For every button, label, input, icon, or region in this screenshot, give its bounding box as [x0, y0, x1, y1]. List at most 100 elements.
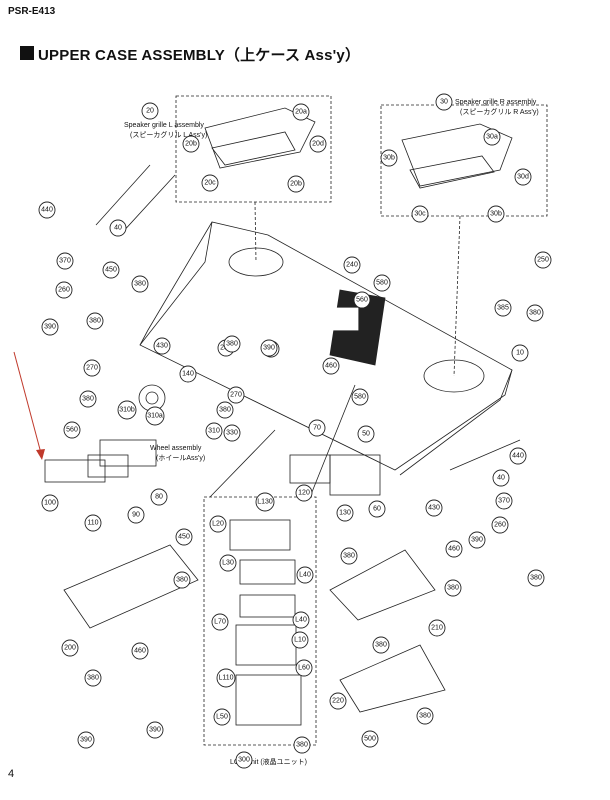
- callout-label: 30d: [517, 174, 529, 181]
- callout-label: 30a: [486, 134, 498, 141]
- callout-circle: [146, 721, 164, 739]
- callout-circle: [216, 401, 234, 419]
- callout-label: L70: [214, 619, 226, 626]
- callout-label: 380: [219, 407, 231, 414]
- callout-label: 210: [431, 625, 443, 632]
- part-callout: 380: [444, 579, 462, 597]
- part-callout: 380: [416, 707, 434, 725]
- callout-label: L30: [222, 560, 234, 567]
- part-callout: 380: [340, 547, 358, 565]
- part-callout: 40: [492, 469, 510, 487]
- callout-label: 440: [512, 453, 524, 460]
- callout-label: 100: [44, 500, 56, 507]
- part-callout: L110: [216, 668, 236, 688]
- callout-circle: [534, 251, 552, 269]
- callout-circle: [491, 516, 509, 534]
- indicator-arrow: [13, 351, 45, 460]
- callout-circle: [227, 386, 245, 404]
- callout-circle: [84, 514, 102, 532]
- callout-label: 380: [447, 585, 459, 592]
- callout-circle: [175, 528, 193, 546]
- callout-label: 460: [134, 648, 146, 655]
- callout-circle: [309, 135, 327, 153]
- callout-circle: [55, 281, 73, 299]
- arrow-shaft: [13, 351, 43, 458]
- callout-circle: [61, 639, 79, 657]
- part-callout: 140: [179, 365, 197, 383]
- callout-circle: [444, 579, 462, 597]
- part-callout: 380: [216, 401, 234, 419]
- callout-label: 30: [440, 99, 448, 106]
- callout-circle: [56, 252, 74, 270]
- part-callout: 30d: [514, 168, 532, 186]
- part-callout: 385: [494, 299, 512, 317]
- part-callout: 310b: [117, 400, 137, 420]
- callout-circle: [527, 569, 545, 587]
- callout-circle: [127, 506, 145, 524]
- callout-label: L130: [257, 499, 273, 506]
- callout-label: 380: [530, 575, 542, 582]
- part-callout: 30: [435, 93, 453, 111]
- callout-circle: [416, 707, 434, 725]
- callout-circle: [223, 424, 241, 442]
- callout-circle: [211, 613, 229, 631]
- grille-l: [204, 107, 316, 169]
- keys-100: [44, 459, 106, 483]
- callout-circle: [329, 692, 347, 710]
- callout-label: 380: [89, 318, 101, 325]
- callout-circle: [109, 219, 127, 237]
- plate-210: [329, 549, 436, 621]
- callout-circle: [373, 274, 391, 292]
- part-callout: L60: [295, 659, 313, 677]
- callout-label: 20a: [295, 109, 307, 116]
- speaker-l-box: [175, 95, 332, 203]
- callout-label: 60: [373, 506, 381, 513]
- callout-label: 390: [44, 324, 56, 331]
- page-header: PSR-E413: [8, 6, 56, 17]
- callout-label: 10: [516, 350, 524, 357]
- part-callout: 380: [86, 312, 104, 330]
- note-speaker-l-jp: (スピーカグリル L Ass'y): [130, 130, 207, 139]
- callout-label: L20: [212, 521, 224, 528]
- part-callout: 240: [343, 256, 361, 274]
- part-callout: 210: [428, 619, 446, 637]
- callout-circle: [353, 291, 371, 309]
- part-callout: 370: [56, 252, 74, 270]
- callout-circle: [296, 566, 314, 584]
- part-callout: 270: [83, 359, 101, 377]
- part-callout: 20c: [201, 174, 219, 192]
- callout-label: 390: [471, 537, 483, 544]
- callout-label: 560: [66, 427, 78, 434]
- callout-circle: [287, 175, 305, 193]
- callout-circle: [145, 406, 165, 426]
- callout-label: 430: [428, 505, 440, 512]
- speaker-r-box: [380, 104, 548, 217]
- callout-label: 30c: [414, 211, 426, 218]
- part-callout: 460: [322, 357, 340, 375]
- callout-label: 30b: [490, 211, 502, 218]
- callout-label: 380: [176, 577, 188, 584]
- callout-circle: [351, 388, 369, 406]
- part-callout: 450: [175, 528, 193, 546]
- callout-label: 380: [87, 675, 99, 682]
- part-callout: 380: [173, 571, 191, 589]
- callout-label: 240: [346, 262, 358, 269]
- part-callout: 70: [308, 419, 326, 437]
- part-callout: L20: [209, 515, 227, 533]
- callout-circle: [509, 447, 527, 465]
- part-callout: 380: [84, 669, 102, 687]
- callout-circle: [308, 419, 326, 437]
- callout-label: 20: [146, 108, 154, 115]
- part-callout: 560: [63, 421, 81, 439]
- callout-circle: [293, 736, 311, 754]
- part-callout: 450: [102, 261, 120, 279]
- callout-label: L60: [298, 665, 310, 672]
- callout-label: L50: [216, 714, 228, 721]
- part-callout: 390: [77, 731, 95, 749]
- part-callout: 380: [223, 335, 241, 353]
- callout-circle: [428, 619, 446, 637]
- callout-circle: [511, 344, 529, 362]
- part-callout: 430: [153, 337, 171, 355]
- callout-circle: [380, 149, 398, 167]
